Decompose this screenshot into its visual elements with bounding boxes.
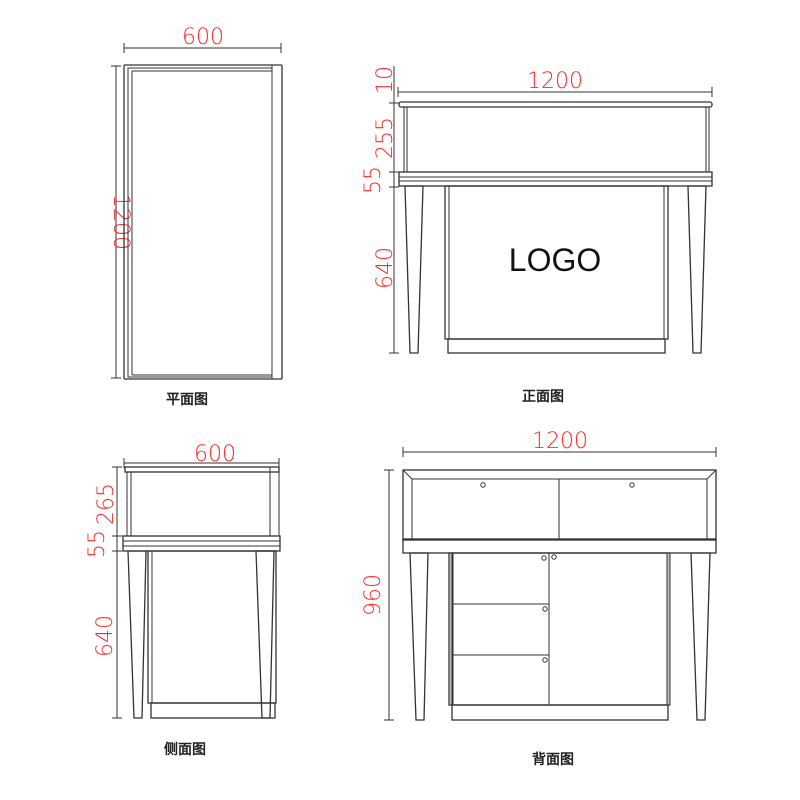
back-width-label: 1200	[532, 429, 588, 454]
plan-width-label: 600	[182, 25, 224, 50]
plan-view: 600 1200	[108, 25, 283, 380]
drawer-knob-icon	[542, 657, 548, 663]
front-width-label: 1200	[527, 69, 583, 94]
drawer-knob-icon	[541, 555, 547, 561]
front-glass-height-label: 255	[373, 117, 398, 159]
front-leg-height-label: 640	[373, 247, 398, 289]
side-base-thickness-label: 55	[85, 530, 110, 558]
logo-text: LOGO	[509, 242, 601, 278]
front-view-caption: 正面图	[522, 389, 564, 405]
side-glass-height-label: 265	[94, 483, 119, 525]
side-view: 600 265 55 640	[85, 442, 281, 719]
drawer-knob-icon	[542, 606, 548, 612]
front-base-thickness-label: 55	[361, 166, 386, 194]
front-top-thickness-label: 10	[373, 66, 398, 94]
door-knob-icon	[551, 554, 557, 560]
back-view-caption: 背面图	[532, 752, 574, 768]
plan-length-label: 1200	[108, 194, 133, 250]
side-view-caption: 侧面图	[164, 742, 206, 758]
back-view: 1200 960	[361, 429, 717, 721]
plan-view-caption: 平面图	[166, 392, 208, 408]
back-height-label: 960	[361, 574, 386, 616]
side-leg-height-label: 640	[93, 615, 118, 657]
front-view: 1200 10 255 55 640 LOGO	[361, 66, 713, 354]
side-width-label: 600	[194, 442, 236, 467]
